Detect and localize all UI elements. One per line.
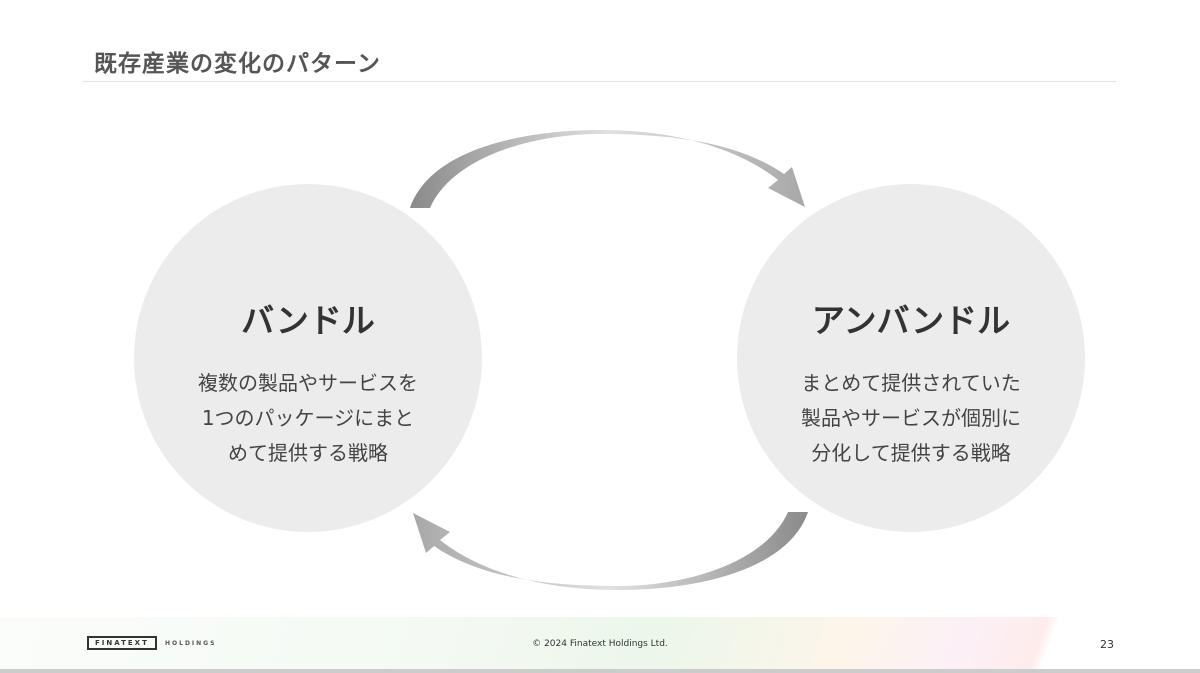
bundle-line: 複数の製品やサービスを xyxy=(198,371,418,395)
title-divider xyxy=(82,81,1116,82)
arrow-bottom-icon xyxy=(413,512,808,590)
unbundle-description: まとめて提供されていた 製品やサービスが個別に 分化して提供する戦略 xyxy=(737,366,1085,471)
page-number: 23 xyxy=(1100,638,1114,651)
unbundle-line: まとめて提供されていた xyxy=(801,371,1021,395)
bundle-line: 1つのパッケージにまと xyxy=(201,406,415,430)
bundle-circle: バンドル 複数の製品やサービスを 1つのパッケージにまと めて提供する戦略 xyxy=(134,184,482,532)
finatext-logo: FINATEXT xyxy=(87,636,157,650)
unbundle-line: 製品やサービスが個別に xyxy=(801,406,1021,430)
unbundle-line: 分化して提供する戦略 xyxy=(811,441,1011,465)
bundle-description: 複数の製品やサービスを 1つのパッケージにまと めて提供する戦略 xyxy=(134,366,482,471)
arrow-top-icon xyxy=(410,130,805,208)
footer-band xyxy=(0,617,1200,669)
bundle-title: バンドル xyxy=(241,301,375,340)
unbundle-title: アンバンドル xyxy=(811,301,1011,340)
copyright: © 2024 Finatext Holdings Ltd. xyxy=(532,639,668,649)
slide-title: 既存産業の変化のパターン xyxy=(94,51,381,77)
bundle-line: めて提供する戦略 xyxy=(228,441,388,465)
logo-subtitle: HOLDINGS xyxy=(165,640,217,647)
unbundle-circle: アンバンドル まとめて提供されていた 製品やサービスが個別に 分化して提供する戦… xyxy=(737,184,1085,532)
bottom-border xyxy=(0,669,1200,673)
